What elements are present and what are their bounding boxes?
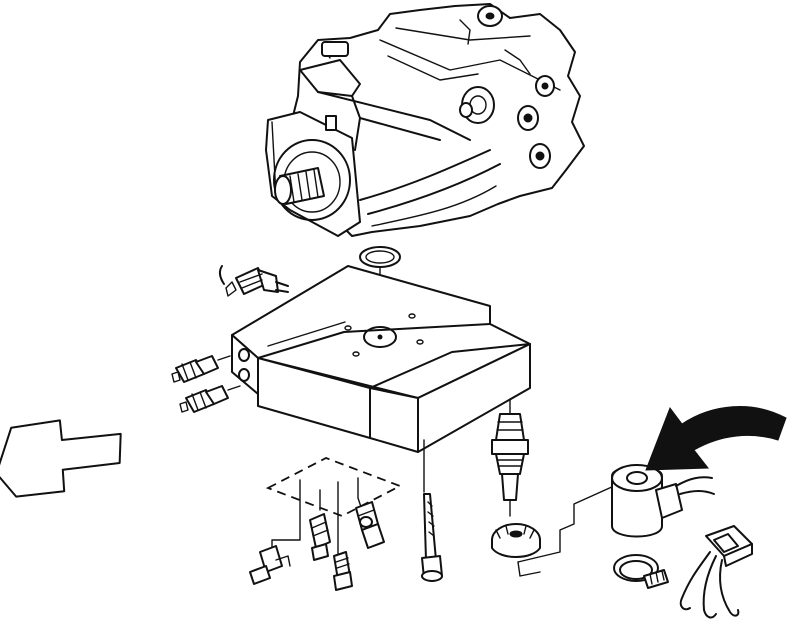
nut-washer [491, 523, 541, 558]
fitting-lower [179, 385, 241, 413]
o-ring [359, 246, 401, 268]
curved-arrow-to-coil [645, 406, 787, 471]
spline-shaft [274, 167, 325, 205]
mounting-bolt [421, 439, 443, 582]
fitting-upper [171, 355, 231, 383]
pressure-switch [218, 265, 289, 297]
solenoid-coil [611, 464, 715, 538]
direction-arrow-left [0, 419, 122, 498]
tee-fittings [249, 457, 403, 591]
manifold-block [231, 265, 531, 453]
wiring-connector [679, 525, 753, 619]
hydraulic-pump [265, 3, 585, 237]
hose-clamp [613, 554, 669, 589]
check-valve-cartridge [491, 399, 529, 517]
